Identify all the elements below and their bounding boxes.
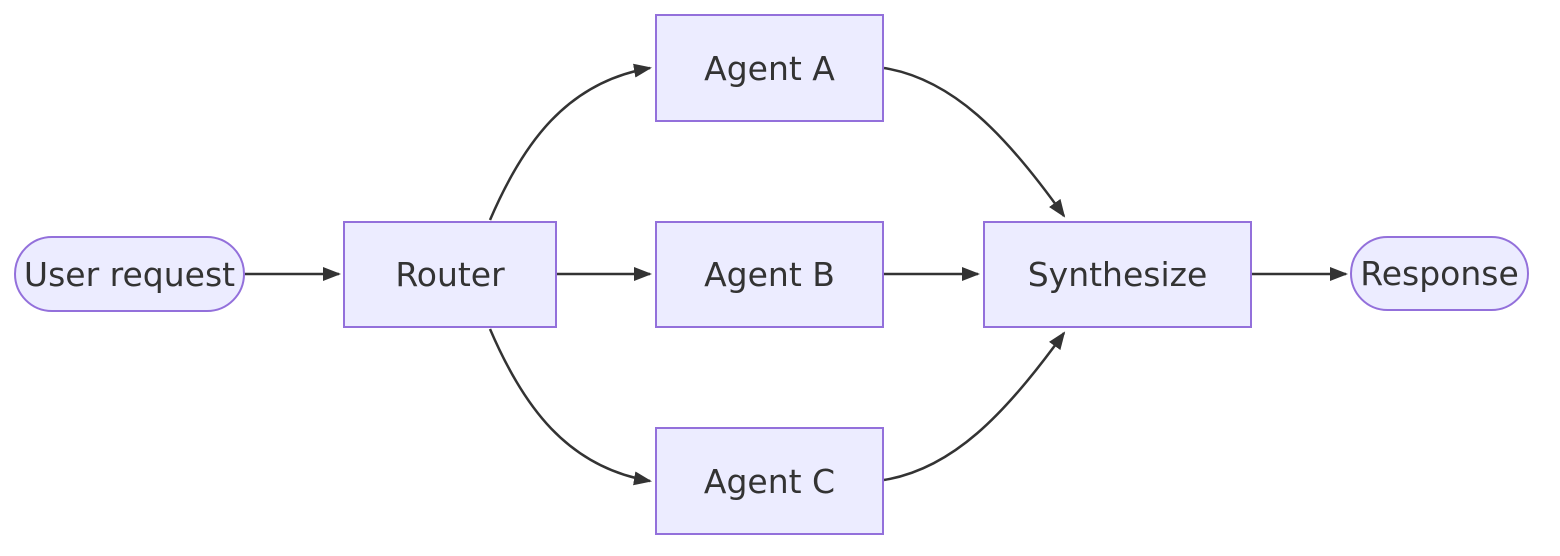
node-user-request: User request	[14, 236, 245, 312]
node-agent-b: Agent B	[655, 221, 884, 328]
edge-agent-c-to-synthesize	[883, 331, 1066, 482]
node-router-label: Router	[395, 255, 505, 294]
node-agent-c-label: Agent C	[703, 461, 836, 501]
node-synthesize: Synthesize	[983, 221, 1252, 328]
node-response-label: Response	[1360, 254, 1519, 293]
node-user-request-label: User request	[23, 254, 236, 294]
node-synthesize-label: Synthesize	[1027, 255, 1208, 294]
edge-router-to-agent-a	[488, 63, 652, 221]
node-response: Response	[1350, 236, 1529, 311]
node-agent-a: Agent A	[655, 14, 884, 122]
edge-agent-a-to-synthesize	[883, 66, 1066, 218]
edge-router-to-agent-c	[488, 328, 652, 486]
node-router: Router	[343, 221, 557, 328]
node-agent-b-label: Agent B	[704, 255, 835, 294]
node-agent-a-label: Agent A	[704, 48, 835, 88]
node-agent-c: Agent C	[655, 427, 884, 535]
